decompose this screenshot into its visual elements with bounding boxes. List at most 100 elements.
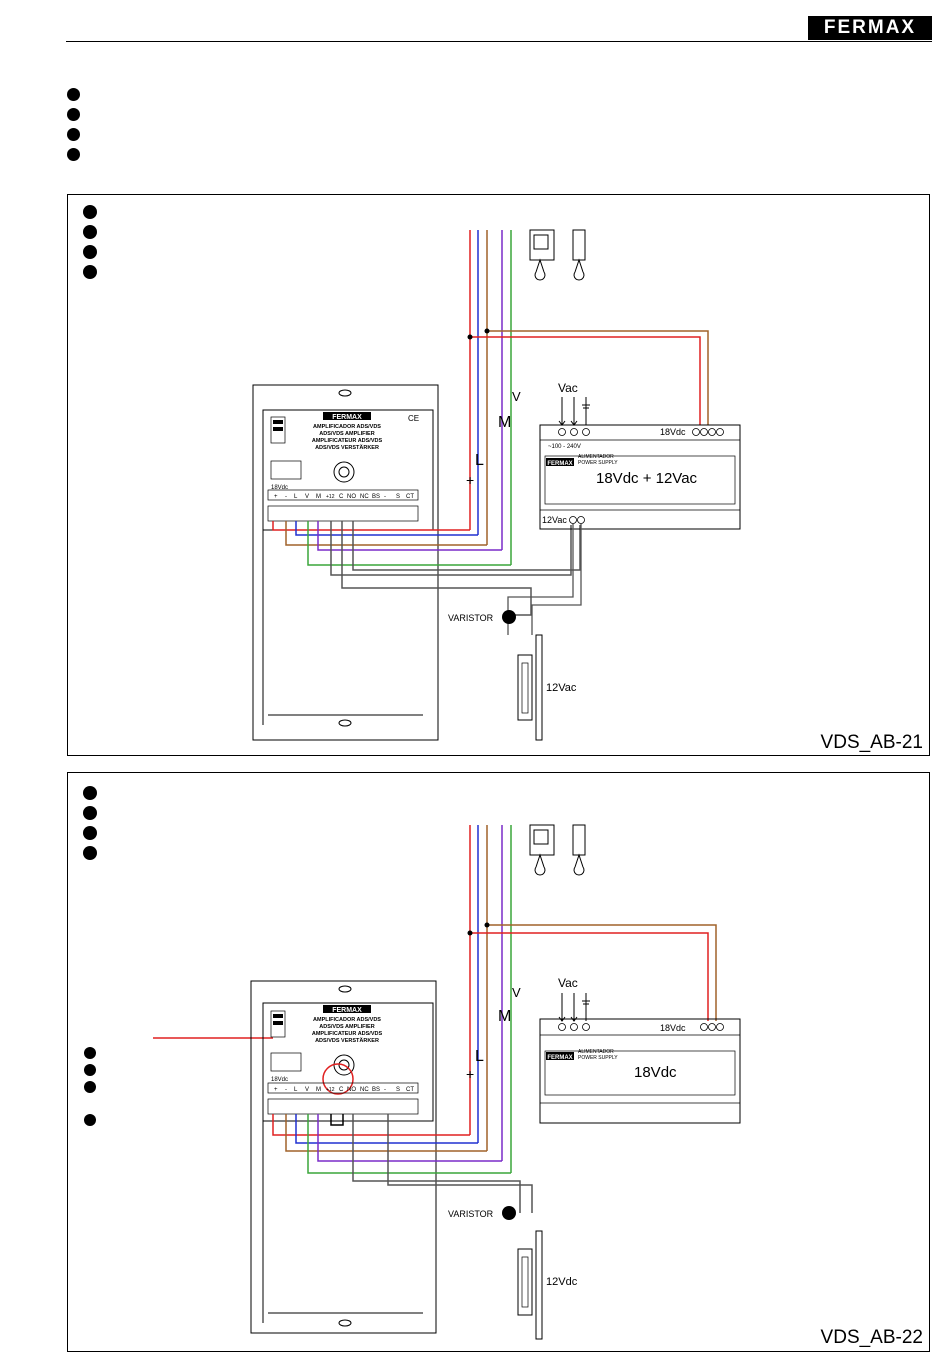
- riser-wires: [469, 825, 512, 1173]
- diagram-vds-ab-21: + L M V FERMAX AMPLIFICADOR ADS/VDS ADS/…: [67, 194, 930, 756]
- riser-label-plus: +: [466, 1066, 474, 1082]
- riser-label-v: V: [512, 389, 521, 404]
- vac-input-label: Vac: [558, 976, 578, 990]
- language-bullet: [67, 108, 80, 121]
- riser-label-l: L: [475, 452, 484, 469]
- language-bullet: [83, 225, 97, 239]
- amplifier-enclosure: [250, 980, 437, 1334]
- highlight-circle: [322, 1063, 354, 1095]
- terminal-label: M: [316, 1087, 321, 1093]
- terminal-label: +: [274, 1087, 278, 1093]
- terminal-label: C: [339, 494, 344, 500]
- terminal-label: C: [339, 1087, 344, 1093]
- terminal-label: CT: [406, 1087, 414, 1093]
- terminal-label: -: [384, 1087, 386, 1093]
- terminal-label: NO: [347, 1087, 356, 1093]
- power-supply-main-label: 18Vdc + 12Vac: [596, 470, 698, 487]
- terminal-label: CT: [406, 494, 414, 500]
- telephone-icon: [572, 824, 586, 876]
- language-bullet: [67, 128, 80, 141]
- terminal-label: S: [396, 494, 400, 500]
- amplifier-terminal-strip: [267, 489, 419, 522]
- power-supply-name: POWER SUPPLY: [578, 460, 618, 466]
- terminal-label: -: [285, 494, 287, 500]
- language-bullet: [83, 846, 97, 860]
- riser-wires: [469, 230, 512, 565]
- terminal-label: +12: [326, 494, 335, 500]
- amplifier-title-line: ADS/VDS AMPLIFIER: [319, 431, 374, 437]
- power-supply-brand: FERMAX: [547, 1055, 572, 1061]
- note-bullet: [84, 1064, 96, 1076]
- language-bullet: [83, 786, 97, 800]
- amplifier-brand: FERMAX: [332, 414, 362, 421]
- power-supply-dc-output-label: 18Vdc: [660, 1023, 686, 1033]
- terminal-label: M: [316, 494, 321, 500]
- amplifier-supply-label: 18Vdc: [271, 485, 288, 491]
- terminal-label: L: [294, 1087, 298, 1093]
- power-supply-name: POWER SUPPLY: [578, 1055, 618, 1061]
- door-lock-icon: [517, 1230, 543, 1340]
- volume-knob-icon: [333, 461, 355, 483]
- amplifier-title-line: AMPLIFICADOR ADS/VDS: [313, 424, 381, 430]
- language-bullet: [83, 265, 97, 279]
- dip-switch-block: [270, 416, 302, 480]
- riser-label-v: V: [512, 985, 521, 1000]
- language-bullet: [83, 806, 97, 820]
- amplifier-title-line: AMPLIFICATEUR ADS/VDS: [312, 1031, 383, 1037]
- power-supply-unit: [539, 1018, 741, 1124]
- monitor-icon: [529, 229, 555, 281]
- language-bullet: [83, 245, 97, 259]
- amplifier-title-line: ADS/VDS VERSTÄRKER: [315, 1037, 379, 1044]
- varistor-label: VARISTOR: [448, 613, 494, 623]
- terminal-label: S: [396, 1087, 400, 1093]
- note-bullet: [84, 1114, 96, 1126]
- language-bullet: [83, 205, 97, 219]
- terminal-label: -: [285, 1087, 287, 1093]
- terminal-label: V: [305, 494, 309, 500]
- door-lock-icon: [517, 634, 543, 741]
- fermax-logo: FERMAX: [808, 16, 932, 40]
- power-supply-terminals: [558, 428, 724, 524]
- riser-label-plus: +: [466, 472, 474, 488]
- varistor-icon: [502, 610, 516, 624]
- dip-switch-block: [270, 1010, 302, 1072]
- vac-input-arrows: [558, 993, 590, 1022]
- note-bullet: [84, 1047, 96, 1059]
- note-bullet: [84, 1081, 96, 1093]
- diagram-code: VDS_AB-21: [821, 732, 923, 753]
- power-supply-terminals: [558, 1023, 724, 1031]
- power-supply-brand: FERMAX: [547, 461, 572, 467]
- language-bullet: [67, 88, 80, 101]
- monitor-icon: [529, 824, 555, 876]
- power-supply-dc-output-label: 18Vdc: [660, 427, 686, 437]
- riser-label-m: M: [498, 1008, 511, 1025]
- lock-voltage-label: 12Vac: [546, 682, 577, 694]
- power-supply-name: ALIMENTADOR: [578, 454, 614, 460]
- riser-label-m: M: [498, 414, 511, 431]
- amplifier-supply-label: 18Vdc: [271, 1077, 288, 1083]
- power-supply-main-label: 18Vdc: [634, 1064, 677, 1081]
- varistor-icon: [502, 1206, 516, 1220]
- terminal-label: -: [384, 494, 386, 500]
- terminal-label: V: [305, 1087, 309, 1093]
- lock-voltage-label: 12Vdc: [546, 1276, 578, 1288]
- language-bullet: [83, 826, 97, 840]
- terminal-label: BS: [372, 1087, 380, 1093]
- vac-input-arrows: [558, 397, 590, 426]
- terminal-label: NC: [360, 1087, 369, 1093]
- power-supply-name: ALIMENTADOR: [578, 1049, 614, 1055]
- amplifier-title-line: AMPLIFICATEUR ADS/VDS: [312, 438, 383, 444]
- terminal-label: +: [274, 494, 278, 500]
- ce-mark: CE: [408, 414, 419, 423]
- telephone-icon: [572, 229, 586, 281]
- terminal-label: NC: [360, 494, 369, 500]
- header-rule: [66, 41, 932, 42]
- power-supply-ac-output-label: 12Vac: [542, 515, 567, 525]
- varistor-label: VARISTOR: [448, 1209, 494, 1219]
- language-bullet: [67, 148, 80, 161]
- riser-label-l: L: [475, 1048, 484, 1065]
- terminal-label: L: [294, 494, 298, 500]
- amplifier-title-line: ADS/VDS VERSTÄRKER: [315, 444, 379, 451]
- amplifier-title-line: ADS/VDS AMPLIFIER: [319, 1024, 374, 1030]
- power-supply-unit: [539, 424, 741, 530]
